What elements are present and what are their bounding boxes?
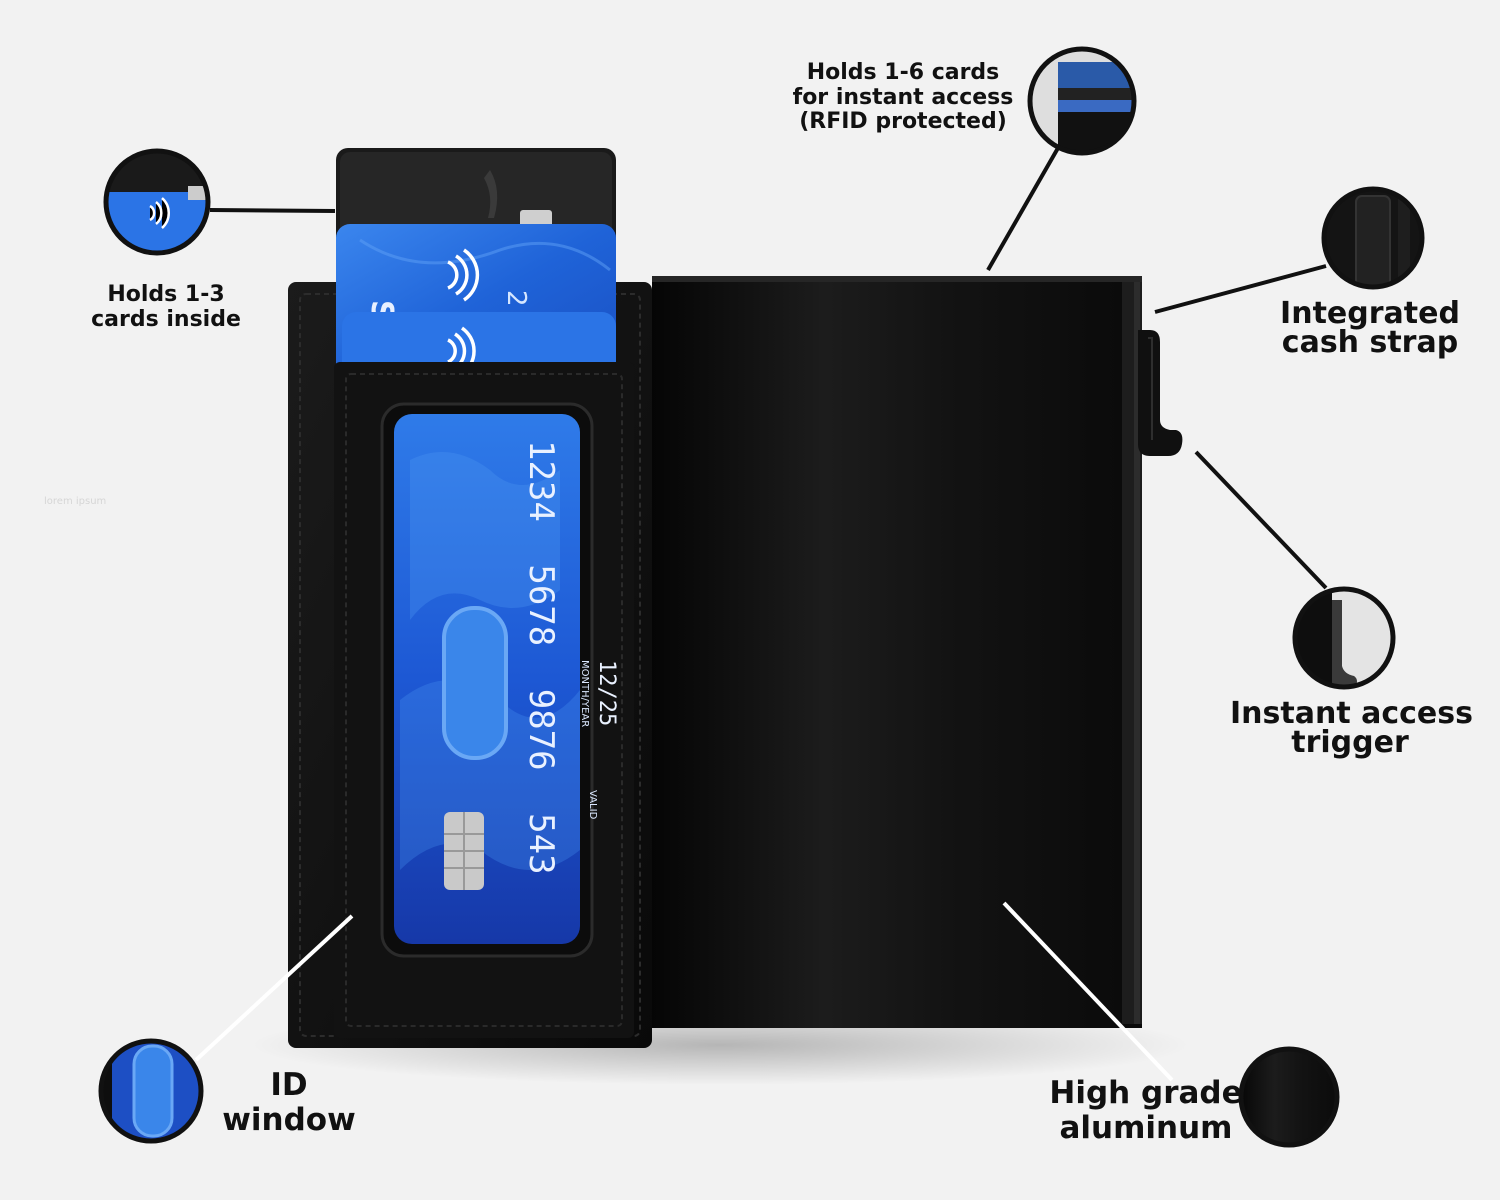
cash-strap-detail-icon xyxy=(1321,186,1425,290)
holds-instant-label: Holds 1-6 cards for instant access (RFID… xyxy=(792,60,1014,135)
card-valid-label: VALID xyxy=(587,790,598,820)
cash-strap-label: Integrated cash strap xyxy=(1280,296,1460,360)
card-expiry-label: MONTH/YEAR xyxy=(579,660,590,727)
card-digit-text: 2 xyxy=(501,290,531,307)
id-window-detail-icon xyxy=(98,1038,204,1144)
card-number-text: 1234 5678 9876 543 xyxy=(521,440,561,875)
id-window-label: ID window xyxy=(222,1067,356,1138)
trigger-detail-icon xyxy=(1292,586,1396,690)
card-stack-detail-icon xyxy=(103,148,211,256)
callout-lines xyxy=(209,147,1328,590)
trigger xyxy=(1138,330,1183,456)
aluminum-label: High grade aluminum xyxy=(1049,1075,1243,1146)
card-expiry-text: 12/25 xyxy=(594,660,619,726)
card-edge-detail-icon xyxy=(1027,46,1137,156)
holds-inside-label: Holds 1-3 cards inside xyxy=(91,282,241,332)
trigger-label: Instant access trigger xyxy=(1230,696,1473,760)
watermark-text: lorem ipsum xyxy=(44,496,107,507)
id-window: 1234 5678 9876 543 MONTH/YEAR 12/25 VALI… xyxy=(380,402,619,958)
callout-lines-white xyxy=(194,901,1174,1082)
aluminum-case xyxy=(652,276,1142,1028)
aluminum-texture-icon xyxy=(1238,1046,1340,1148)
